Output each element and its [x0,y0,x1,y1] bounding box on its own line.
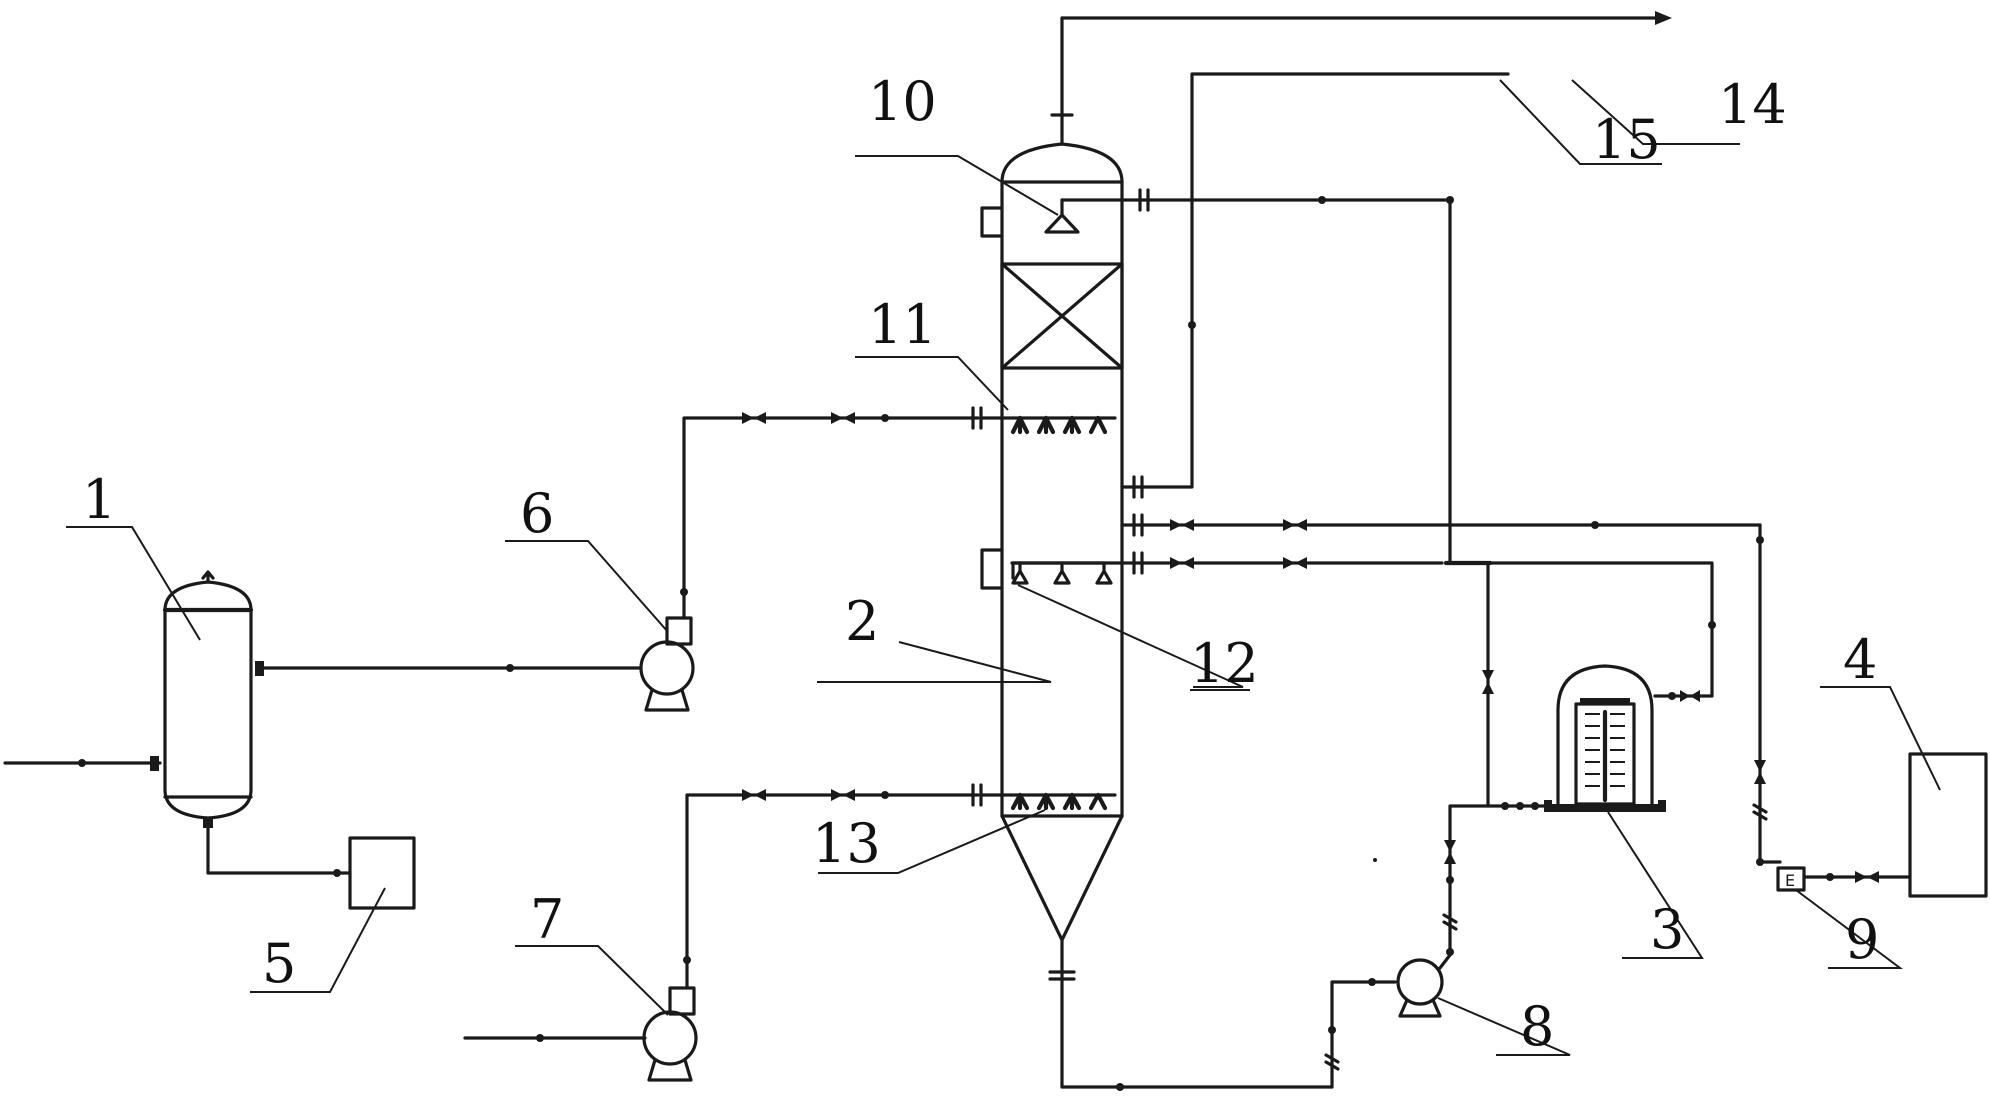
label-14: 14 [1718,73,1787,136]
spray-nozzle-10 [1044,213,1080,234]
label-12: 12 [1190,632,1259,695]
spray-line-10 [1060,188,1454,565]
sprayer-row-13 [979,792,1117,811]
stray-dot [1373,858,1377,862]
label-4: 4 [1843,628,1877,691]
label-1: 1 [82,468,116,531]
label-7: 7 [530,888,564,951]
flowmeter-9: E [1776,866,1910,892]
filter-3 [1544,664,1666,812]
pump-8 [1396,958,1444,1018]
label-5: 5 [262,932,296,995]
tank-4 [1908,752,1988,898]
label-13: 13 [812,812,881,875]
top-vent-line-14 [1050,11,1672,146]
separator-vessel [162,570,254,828]
pump-7-discharge-line [683,783,983,990]
svg-text:E: E [1785,871,1795,890]
label-2: 2 [845,590,879,653]
leader-lines [66,79,1941,1056]
spray-line-12 [1010,551,1444,580]
label-10: 10 [868,70,937,133]
recycle-riser-line [1482,561,1494,808]
filter-outlet-line [1470,561,1716,702]
pump-8-discharge-line [1438,802,1547,970]
line-15 [1120,72,1510,499]
label-9: 9 [1845,908,1879,971]
label-underlines [818,689,1250,874]
spray-nozzles-12 [1011,561,1113,585]
label-8: 8 [1520,995,1554,1058]
draw-off-line-9 [1120,513,1782,866]
column-2 [980,142,1124,942]
sprayer-row-11 [979,415,1117,435]
pump-6 [639,616,695,712]
vessel-to-pump-6-line [255,661,642,676]
pump-7 [642,986,698,1082]
feed-inlet-line [3,756,162,771]
label-11: 11 [868,293,937,356]
label-6: 6 [520,482,554,545]
label-3: 3 [1650,898,1684,961]
label-15: 15 [1592,108,1661,171]
pump-6-discharge-line [680,406,983,620]
bottom-outlet-line [1048,938,1397,1091]
tank-5 [348,836,416,910]
vessel-to-tank-5-line [206,826,350,877]
pump-7-inlet-line [463,1034,647,1042]
